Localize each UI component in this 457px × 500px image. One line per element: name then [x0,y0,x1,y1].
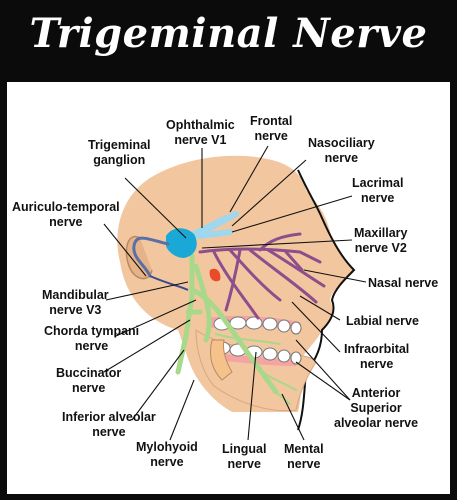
upper-teeth [213,316,302,335]
mandibular-branches [175,253,279,395]
ganglion-node [183,243,193,253]
label-nasal: Nasal nerve [368,276,439,290]
label-labial: Labial nerve [346,314,419,328]
middle-meningeal-accent [209,268,221,282]
mandible-ramus [209,339,233,381]
auriculo-temporal-branch [132,236,170,278]
lingual-branches [215,333,297,405]
ophthalmic-branches [183,211,239,243]
maxillary-branches [198,232,326,320]
head-skin [117,155,354,412]
page-title: Trigeminal Nerve [29,10,428,57]
title-banner [0,0,457,80]
leader-lines [103,145,367,441]
chorda-tympani-branch [149,275,189,291]
